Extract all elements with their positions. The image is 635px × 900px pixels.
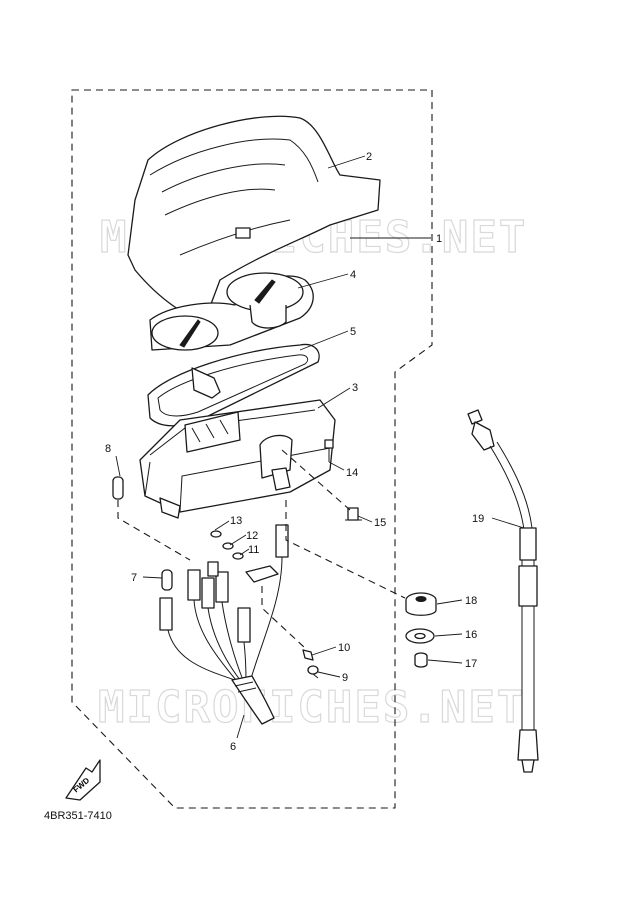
washer-16-part — [405, 628, 435, 644]
callout-5: 5 — [350, 326, 356, 338]
leader-18-dashed — [285, 500, 406, 599]
callout-10: 10 — [338, 642, 350, 654]
small-parts-11-13 — [210, 530, 244, 560]
screw-15-part — [345, 507, 362, 521]
gasket-part — [147, 343, 320, 427]
speedometer-cable-part — [467, 409, 539, 773]
callout-9: 9 — [342, 672, 348, 684]
callout-14: 14 — [346, 467, 358, 479]
clip-10-part — [302, 649, 314, 661]
callout-leaders — [115, 155, 525, 739]
callout-1: 1 — [436, 233, 442, 245]
callout-13: 13 — [230, 515, 242, 527]
callout-11: 11 — [248, 544, 259, 556]
callout-15: 15 — [374, 517, 386, 529]
callout-2: 2 — [366, 151, 372, 163]
assembly-boundary — [71, 89, 433, 809]
leader-15-dashed — [281, 449, 351, 511]
bulb-7-part — [161, 569, 173, 591]
callout-17: 17 — [465, 658, 477, 670]
forward-arrow-icon: FWD — [65, 759, 101, 801]
callout-12: 12 — [246, 530, 258, 542]
screw-9-part — [307, 665, 319, 679]
callout-16: 16 — [465, 629, 477, 641]
callout-19: 19 — [472, 513, 484, 525]
meter-cover-part — [127, 115, 381, 321]
diagram-code: 4BR351-7410 — [44, 810, 112, 822]
gauge-panel-part — [149, 272, 314, 351]
callout-8: 8 — [105, 443, 111, 455]
callout-4: 4 — [350, 269, 356, 281]
callout-18: 18 — [465, 595, 477, 607]
callout-6: 6 — [230, 741, 236, 753]
grommet-18-part — [405, 592, 437, 616]
leader-8-dashed — [117, 500, 191, 561]
callout-3: 3 — [352, 382, 358, 394]
meter-case-part — [139, 399, 336, 519]
leader-10-dashed — [261, 586, 306, 649]
collar-17-part — [414, 652, 428, 668]
wire-harness-part — [167, 556, 283, 725]
watermark-bottom: MICROFICHES.NET — [98, 682, 525, 733]
bulb-8-part — [112, 476, 124, 500]
callout-7: 7 — [131, 572, 137, 584]
screw-14-part — [324, 439, 345, 471]
